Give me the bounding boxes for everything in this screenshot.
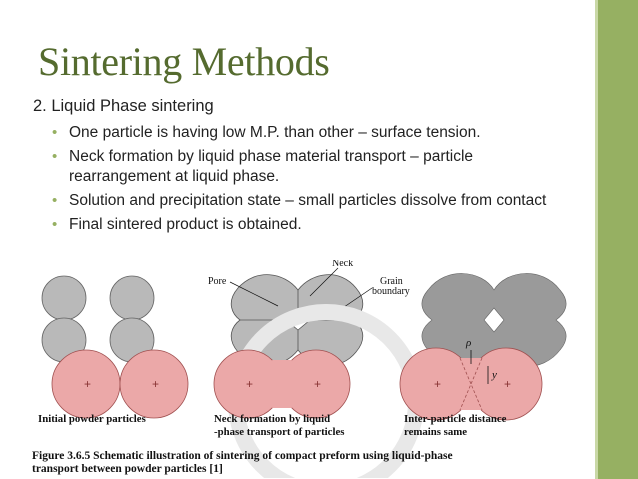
pore-label: Pore: [208, 276, 227, 287]
panel-label-3-line1: Inter-particle distance: [404, 413, 507, 425]
y-label: y: [491, 369, 497, 381]
bullet-item: Final sintered product is obtained.: [52, 215, 552, 235]
svg-text:+: +: [314, 377, 321, 391]
grain-label: Grain: [380, 276, 403, 287]
side-accent-strip: [595, 0, 598, 479]
svg-text:+: +: [152, 377, 159, 391]
boundary-label: boundary: [372, 286, 410, 297]
panel-label-2-line1: Neck formation by liquid: [214, 413, 331, 425]
side-accent-bar: [595, 0, 638, 479]
svg-text:+: +: [84, 377, 91, 391]
sintering-figure: Pore Neck Grain boundary + + + +: [16, 260, 590, 478]
panel-label-3: Inter-particle distance remains same: [404, 413, 506, 439]
bullet-item: Solution and precipitation state – small…: [52, 191, 552, 211]
panel-label-3-line2: remains same: [404, 426, 468, 438]
svg-text:+: +: [434, 377, 441, 391]
panel-label-1: Initial powder particles: [38, 413, 146, 426]
svg-text:+: +: [504, 377, 511, 391]
bullet-item: One particle is having low M.P. than oth…: [52, 123, 552, 143]
svg-text:+: +: [246, 377, 253, 391]
figure-caption-line1: Figure 3.6.5 Schematic illustration of s…: [32, 450, 453, 462]
rho-label: ρ: [465, 337, 471, 349]
sintering-illustration: Pore Neck Grain boundary + + + +: [41, 260, 567, 478]
neck-particles-pink: + +: [213, 349, 351, 419]
neck-label: Neck: [332, 260, 353, 269]
slide-title: Sintering Methods: [38, 39, 330, 84]
bullet-list: One particle is having low M.P. than oth…: [52, 123, 552, 239]
initial-particles-gray: [41, 275, 155, 363]
final-particles-pink: + +: [399, 347, 543, 421]
figure-caption-line2: transport between powder particles [1]: [32, 463, 223, 475]
panel-label-1-line1: Initial powder particles: [38, 413, 146, 425]
bullet-item: Neck formation by liquid phase material …: [52, 147, 552, 187]
panel-label-2: Neck formation by liquid -phase transpor…: [214, 413, 344, 439]
panel-label-2-line2: -phase transport of particles: [214, 426, 345, 438]
initial-particles-pink: + +: [51, 349, 189, 419]
final-particles-gray: [421, 273, 567, 367]
slide-subtitle: 2. Liquid Phase sintering: [33, 97, 214, 115]
